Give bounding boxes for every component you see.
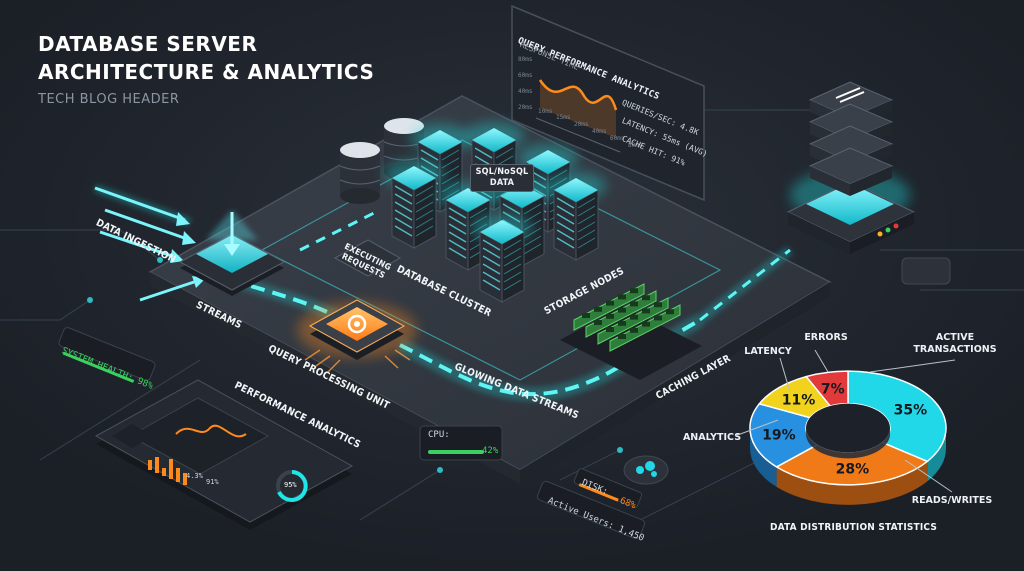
query-x-tick-5: 80ms [628, 142, 643, 149]
query-y-tick-1: 60ms [518, 72, 533, 79]
query-y-tick-2: 40ms [518, 88, 533, 95]
cpu-label: CPU: [428, 430, 450, 440]
dashboard-bar [148, 460, 152, 470]
dashboard-bar [155, 457, 159, 473]
donut-value-4: 7% [821, 381, 845, 397]
page-title-line2: ARCHITECTURE & ANALYTICS [38, 60, 375, 84]
caching-layer [560, 283, 702, 380]
query-performance-panel [511, 4, 705, 202]
server-rack [438, 182, 498, 271]
query-x-tick-0: 10ms [538, 108, 553, 115]
donut-label-0: ACTIVE [936, 332, 974, 343]
system-health-badge [58, 327, 156, 383]
donut-hole [806, 403, 890, 453]
ram-stick [609, 304, 681, 352]
donut-value-2: 19% [762, 427, 796, 443]
query-x-tick-2: 20ms [574, 121, 589, 128]
ram-stick [597, 297, 669, 345]
circuit-lines [0, 89, 1024, 521]
server-rack [384, 160, 444, 249]
database-cluster [384, 122, 606, 303]
cpu-value: 42% [482, 446, 499, 456]
dashboard-gauge-value: 95% [284, 481, 297, 489]
ram-stick [573, 283, 645, 331]
query-y-tick-3: 20ms [518, 104, 533, 111]
cloud-icon [623, 455, 669, 485]
server-layer [808, 147, 894, 196]
donut-label-4: ERRORS [804, 332, 848, 343]
query-x-tick-4: 60ms [610, 135, 625, 142]
donut-value-0: 35% [894, 403, 928, 419]
streams-hub [178, 210, 286, 296]
executing-requests-tag [333, 239, 402, 277]
donut-value-1: 28% [836, 462, 870, 478]
server-rack [472, 214, 532, 303]
chart-leader-lines [734, 349, 956, 493]
ram-stick [585, 290, 657, 338]
dashboard-bar [169, 459, 173, 479]
cpu-badge [419, 425, 503, 461]
donut-slice-side [776, 461, 928, 505]
disk-badge [536, 468, 646, 540]
chart-title: DATA DISTRIBUTION STATISTICS [770, 522, 938, 533]
page-title-line1: DATABASE SERVER [38, 32, 258, 56]
query-x-tick-1: 15ms [556, 114, 571, 121]
donut-label-3: LATENCY [744, 346, 792, 357]
query-x-tick-3: 40ms [592, 128, 607, 135]
label-sql-nosql-data: SQL/NoSQL DATA [470, 164, 534, 192]
donut-value-3: 11% [782, 392, 816, 408]
dashboard-bar [162, 468, 166, 476]
query-processing-unit [297, 299, 417, 373]
page-subtitle: TECH BLOG HEADER [38, 92, 180, 107]
donut-label-0: TRANSACTIONS [913, 344, 996, 355]
dashboard-bar [183, 473, 187, 485]
server-rack [546, 172, 606, 261]
ingestion-arrows [93, 184, 206, 302]
small-square [901, 257, 951, 285]
query-y-tick-0: 80ms [518, 56, 533, 63]
db-cylinders [339, 118, 425, 204]
server-stack [786, 81, 916, 254]
donut-label-1: READS/WRITES [912, 495, 993, 506]
performance-dashboard [94, 379, 354, 530]
dashboard-value-1: 4.3% [186, 472, 203, 480]
dashboard-bar [176, 468, 180, 482]
donut-slice-side [927, 428, 946, 482]
donut-label-2: ANALYTICS [683, 432, 741, 443]
dashboard-value-2: 91% [206, 478, 219, 486]
